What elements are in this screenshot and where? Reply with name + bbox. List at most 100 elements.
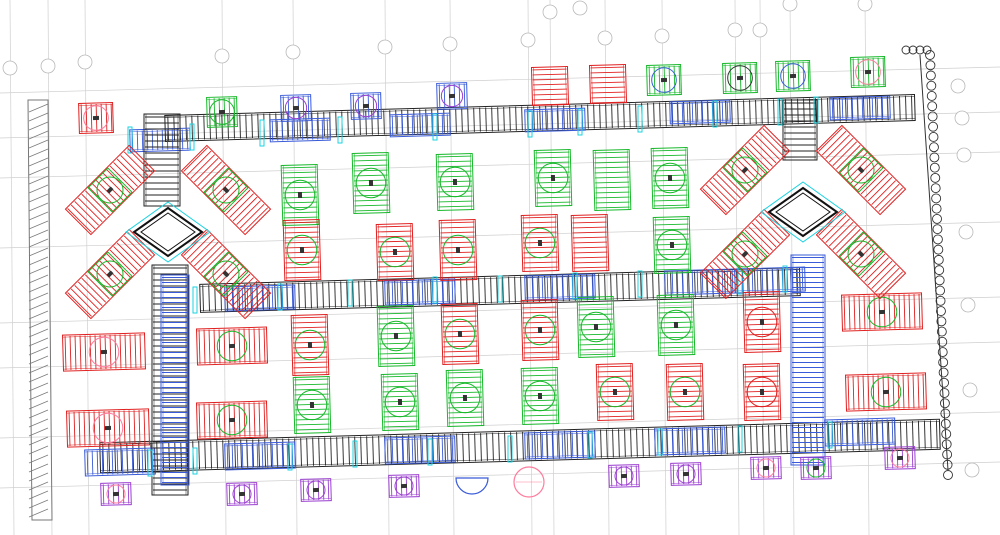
conveyor-roller [653, 204, 688, 207]
conveyor-frame [64, 144, 156, 236]
conveyor-roller [307, 480, 310, 501]
conveyor-roller [186, 234, 212, 260]
conveyor-roller [652, 169, 687, 172]
conveyor-roller [390, 476, 393, 497]
conveyor-roller [744, 375, 779, 378]
conveyor-roller [917, 374, 920, 409]
conveyor-roller [809, 98, 811, 123]
conveyor-roller [720, 426, 722, 455]
conveyor-segment [742, 362, 782, 422]
conveyor-roller [766, 269, 769, 292]
conveyor-roller [522, 311, 557, 314]
turntable-hub [299, 246, 305, 254]
conveyor-roller [671, 429, 674, 454]
conveyor-segment [280, 163, 320, 227]
conveyor-roller [843, 296, 846, 331]
turntable-circle [354, 94, 378, 118]
turntable-hub [106, 270, 114, 278]
conveyor-roller [648, 428, 650, 457]
conveyor-roller [561, 432, 564, 457]
turntable-hub [455, 246, 461, 254]
conveyor-roller [441, 271, 476, 274]
turntable-hub [896, 455, 904, 461]
wall-hatch-line [28, 130, 49, 140]
conveyor-roller [744, 63, 747, 92]
conveyor-roller [210, 440, 212, 469]
conveyor-frame [389, 112, 451, 138]
conveyor-roller [846, 98, 849, 119]
turntable-hub [228, 343, 236, 349]
grid-line-horizontal [0, 66, 1000, 94]
conveyor-roller [716, 173, 742, 199]
conveyor-roller [831, 98, 834, 119]
conveyor-roller [383, 415, 418, 418]
conveyor-roller [440, 236, 475, 239]
conveyor-roller [225, 273, 251, 299]
grid-bubble [954, 110, 970, 126]
turntable-circle [284, 96, 308, 120]
conveyor-roller [382, 395, 417, 398]
conveyor-roller [758, 215, 784, 241]
conveyor-roller [694, 271, 696, 298]
conveyor-roller [80, 104, 83, 133]
conveyor-rail [225, 465, 296, 469]
conveyor-rail [522, 215, 526, 272]
conveyor-rail [567, 149, 571, 206]
grid-bubble [752, 22, 768, 38]
turntable-hub [660, 77, 668, 83]
conveyor-roller [258, 328, 261, 363]
conveyor-roller [294, 383, 329, 386]
conveyor-roller [581, 432, 584, 457]
chain-link [925, 50, 935, 60]
conveyor-roller [751, 222, 777, 248]
conveyor-rail [524, 275, 595, 279]
conveyor-rail [578, 297, 582, 358]
conveyor-roller [441, 276, 476, 279]
conveyor-roller [782, 62, 785, 91]
conveyor-roller [285, 276, 320, 279]
grid-bubble [572, 0, 588, 16]
wall-hatch-line [28, 490, 49, 500]
conveyor-roller [509, 106, 511, 131]
chain-link [937, 347, 948, 358]
conveyor-roller [236, 444, 239, 469]
conveyor-roller [226, 444, 229, 469]
conveyor-roller [696, 427, 698, 456]
conveyor-roller [752, 458, 755, 479]
conveyor-roller [442, 315, 477, 318]
conveyor-roller [81, 193, 107, 219]
conveyor-roller [245, 114, 247, 139]
conveyor-roller [690, 427, 692, 456]
conveyor-roller [522, 306, 557, 309]
conveyor-roller [841, 98, 844, 119]
conveyor-roller [354, 204, 389, 207]
conveyor-roller [98, 411, 101, 446]
green-section [722, 147, 768, 193]
conveyor-roller [622, 273, 624, 300]
conveyor-roller [354, 194, 389, 197]
turntable-circle [209, 99, 235, 125]
conveyor-roller [257, 113, 259, 138]
conveyor-roller [226, 287, 229, 310]
conveyor-roller [229, 277, 254, 302]
conveyor-roller [377, 245, 412, 248]
conveyor-roller [691, 428, 694, 453]
conveyor-roller [653, 102, 655, 127]
conveyor-rail [604, 214, 608, 271]
conveyor-roller [886, 97, 889, 118]
conveyor-roller [438, 200, 473, 203]
conveyor-segment [592, 148, 632, 212]
conveyor-roller [218, 403, 221, 438]
conveyor-roller [905, 95, 907, 120]
conveyor-roller [696, 102, 699, 123]
conveyor-roller [378, 307, 413, 310]
conveyor-roller [522, 316, 557, 319]
conveyor-roller [358, 280, 360, 307]
conveyor-roller [239, 114, 241, 139]
conveyor-roller [654, 233, 689, 236]
conveyor-roller [676, 429, 679, 454]
conveyor-roller [835, 144, 861, 170]
conveyor-rail [699, 363, 703, 420]
conveyor-roller [386, 438, 389, 463]
grid-line-vertical [384, 0, 390, 535]
